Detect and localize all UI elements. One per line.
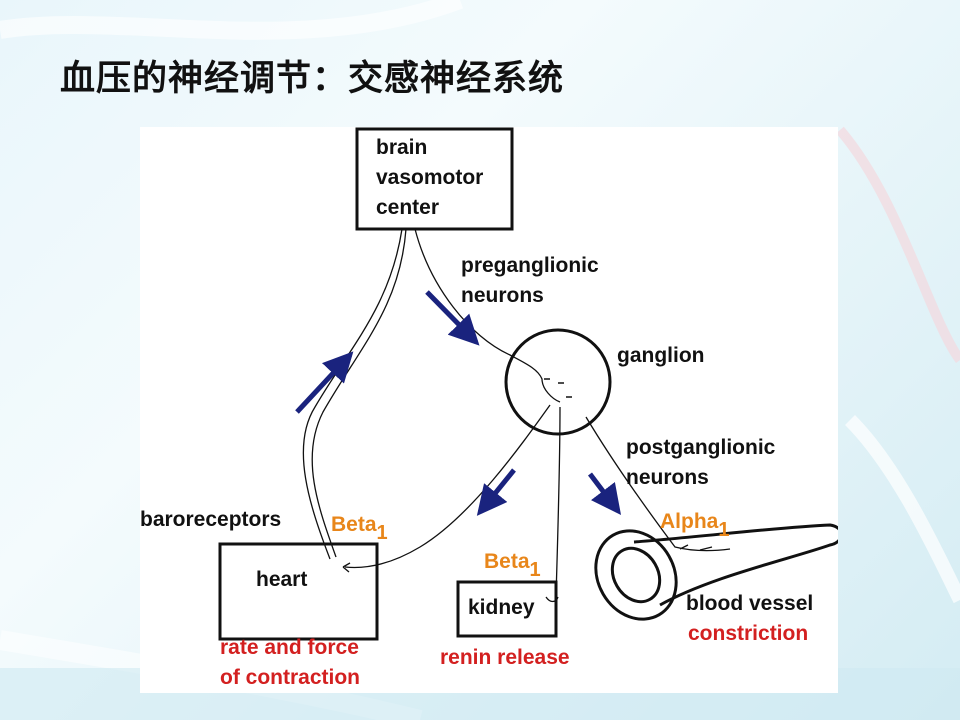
postganglionic-label: postganglionic [626, 436, 776, 459]
ganglion-label: ganglion [617, 344, 705, 367]
arrow-up [295, 351, 354, 414]
blood-vessel-label: blood vessel [686, 592, 814, 615]
heart-effect-line1: rate and force [220, 636, 359, 659]
baroreceptors-label: baroreceptors [140, 508, 282, 531]
vessel-receptor-label: Alpha1 [660, 510, 730, 541]
arrow-to-vessel [588, 472, 622, 515]
vasomotor-label: vasomotor [376, 166, 484, 189]
heart-receptor-label: Beta1 [331, 513, 388, 544]
postganglionic-heart-fiber [344, 404, 551, 569]
kidney-receptor-label: Beta1 [484, 550, 541, 581]
heart-effect-line2: of contraction [220, 666, 360, 689]
postganglionic-vessel-fiber [585, 416, 731, 552]
heart-label: heart [256, 568, 308, 591]
brain-box [355, 127, 514, 231]
sympathetic-diagram: brain vasomotor center preganglionic neu… [140, 127, 838, 693]
brain-label: brain [376, 136, 428, 159]
blood-vessel-shape [594, 523, 838, 621]
arrow-to-heart [476, 468, 516, 516]
preganglionic-fiber [414, 228, 561, 403]
preganglionic-neurons-label: neurons [461, 284, 544, 307]
ganglion-circle [504, 328, 612, 436]
heart-box [218, 542, 379, 641]
kidney-box [456, 580, 558, 638]
slide-title: 血压的神经调节：交感神经系统 [60, 59, 565, 99]
vessel-effect-label: constriction [688, 622, 809, 645]
diagram-graphics [218, 127, 838, 641]
center-label: center [376, 196, 440, 219]
afferent-fiber [302, 228, 403, 560]
kidney-label: kidney [468, 596, 535, 619]
kidney-effect-label: renin release [440, 646, 570, 669]
arrow-to-ganglion [425, 290, 480, 346]
postganglionic-neurons-label: neurons [626, 466, 709, 489]
preganglionic-label: preganglionic [461, 254, 599, 277]
postganglionic-kidney-fiber [555, 406, 561, 598]
